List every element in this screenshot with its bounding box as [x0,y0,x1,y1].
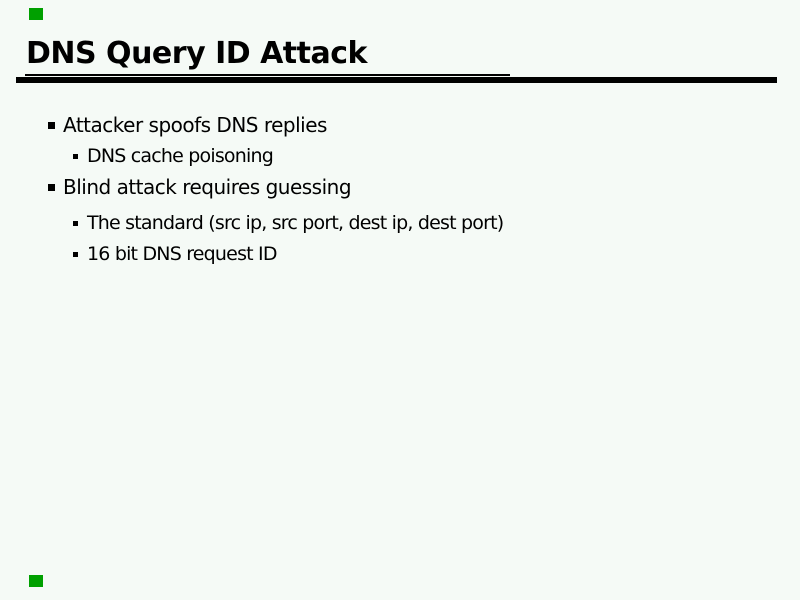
title-underline [25,74,510,76]
bullet-square-icon [73,252,78,257]
bullet-text: The standard (src ip, src port, dest ip,… [87,212,504,234]
bullet-item: Blind attack requires guessing [48,172,352,202]
bullet-square-icon [73,154,78,159]
bullet-text: DNS cache poisoning [87,145,274,167]
bullet-item: Attacker spoofs DNS replies [48,110,327,140]
sub-bullet-item: 16 bit DNS request ID [73,239,277,269]
sub-bullet-item: DNS cache poisoning [73,141,274,171]
sub-bullet-item: The standard (src ip, src port, dest ip,… [73,208,504,238]
slide-title: DNS Query ID Attack [26,36,367,71]
bullet-square-icon [48,122,55,129]
bullet-text: 16 bit DNS request ID [87,243,277,265]
corner-marker-bottom-left [29,575,43,587]
bullet-text: Blind attack requires guessing [63,175,352,199]
corner-marker-top-left [29,8,43,20]
bullet-square-icon [48,184,55,191]
bullet-text: Attacker spoofs DNS replies [63,113,327,137]
header-rule [16,77,777,83]
bullet-square-icon [73,221,78,226]
